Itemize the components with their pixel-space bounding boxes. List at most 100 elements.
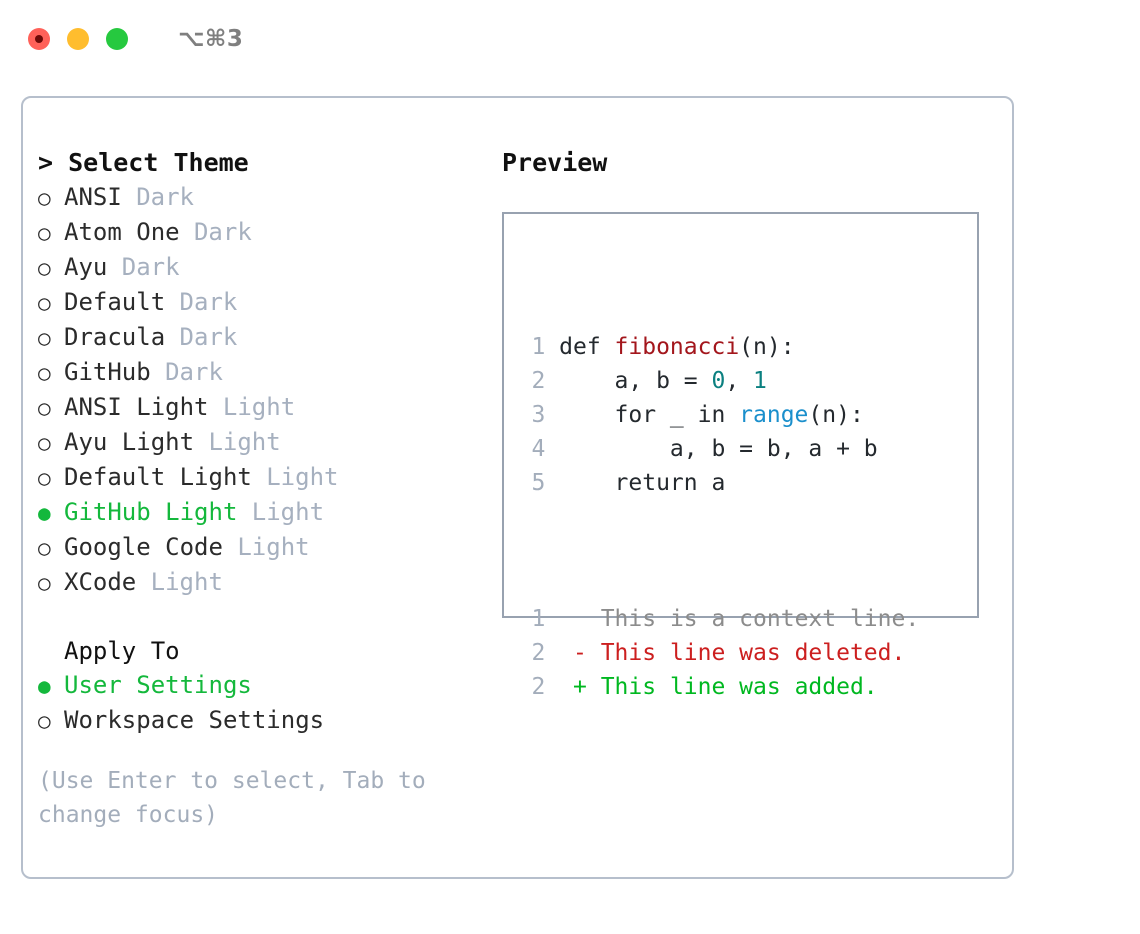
- radio-unselected-icon: ○: [38, 709, 51, 733]
- diff-line-number: 2: [531, 674, 546, 700]
- radio-selected-icon: ●: [38, 674, 51, 698]
- code-token-plain: for _ in: [559, 402, 740, 428]
- theme-option-label: GitHub: [64, 358, 151, 386]
- theme-option-label: XCode: [64, 568, 137, 596]
- apply-to-option-label: Workspace Settings: [64, 706, 325, 734]
- radio-unselected-icon: ○: [38, 291, 51, 315]
- theme-option-dracula[interactable]: ○ Dracula Dark: [38, 320, 488, 355]
- diff-text: This line was deleted.: [586, 640, 906, 666]
- radio-unselected-icon: ○: [38, 466, 51, 490]
- code-gutter-gap: [545, 470, 559, 496]
- diff-line-del: 2 - This line was deleted.: [520, 636, 919, 670]
- theme-option-label: ANSI: [64, 183, 122, 211]
- diff-line-list: 1 This is a context line.2 - This line w…: [520, 602, 919, 704]
- apply-to-option-label: User Settings: [64, 671, 252, 699]
- code-token-plain: ,: [725, 368, 754, 394]
- theme-option-ayu[interactable]: ○ Ayu Dark: [38, 250, 488, 285]
- apply-to-label: Apply To: [64, 637, 180, 665]
- diff-line-number: 2: [531, 640, 546, 666]
- radio-unselected-icon: ○: [38, 221, 51, 245]
- theme-option-ayu-light[interactable]: ○ Ayu Light Light: [38, 425, 488, 460]
- diff-line-ctx: 1 This is a context line.: [520, 602, 919, 636]
- theme-option-label: ANSI Light: [64, 393, 209, 421]
- diff-gutter-gap: [545, 640, 573, 666]
- radio-selected-icon: ●: [38, 501, 51, 525]
- diff-text: This line was added.: [586, 674, 878, 700]
- code-line: 5 return a: [520, 466, 919, 500]
- theme-option-github[interactable]: ○ GitHub Dark: [38, 355, 488, 390]
- code-token-num: 1: [753, 368, 767, 394]
- theme-option-ansi-light[interactable]: ○ ANSI Light Light: [38, 390, 488, 425]
- code-line-number: 1: [531, 334, 546, 360]
- theme-option-ansi[interactable]: ○ ANSI Dark: [38, 180, 488, 215]
- diff-gutter-gap: [545, 674, 573, 700]
- theme-option-label: Dracula: [64, 323, 166, 351]
- minimize-window-icon[interactable]: [67, 28, 89, 50]
- code-line-number: 3: [531, 402, 546, 428]
- diff-marker: [573, 606, 587, 632]
- code-line: 2 a, b = 0, 1: [520, 364, 919, 398]
- theme-option-label: Ayu Light: [64, 428, 195, 456]
- code-gutter-gap: [545, 368, 559, 394]
- theme-option-label: Ayu: [64, 253, 108, 281]
- preview-column: Preview 1 def fibonacci(n):2 a, b = 0, 1…: [502, 146, 992, 700]
- theme-option-variant-tag: Light: [150, 568, 223, 596]
- theme-option-variant-tag: Light: [251, 498, 325, 526]
- radio-unselected-icon: ○: [38, 431, 51, 455]
- diff-marker: +: [573, 674, 587, 700]
- radio-unselected-icon: ○: [38, 361, 51, 385]
- theme-option-variant-tag: Light: [266, 463, 339, 491]
- diff-gutter-gap: [545, 606, 573, 632]
- diff-marker: -: [573, 640, 587, 666]
- theme-option-github-light[interactable]: ● GitHub Light Light: [38, 495, 488, 530]
- code-line: 1 def fibonacci(n):: [520, 330, 919, 364]
- code-line: 3 for _ in range(n):: [520, 398, 919, 432]
- code-token-builtin: range: [739, 402, 809, 428]
- theme-option-variant-tag: Dark: [165, 358, 223, 386]
- theme-option-label: Default: [64, 288, 166, 316]
- preview-title: Preview: [502, 148, 608, 177]
- theme-option-default[interactable]: ○ Default Dark: [38, 285, 488, 320]
- diff-text: This is a context line.: [586, 606, 920, 632]
- theme-option-variant-tag: Light: [208, 428, 281, 456]
- theme-option-variant-tag: Dark: [121, 253, 180, 281]
- apply-to-option-workspace-settings[interactable]: ○ Workspace Settings: [38, 703, 488, 738]
- code-token-plain: return a: [559, 470, 726, 496]
- theme-option-variant-tag: Dark: [136, 183, 194, 211]
- theme-option-variant-tag: Dark: [179, 288, 238, 316]
- code-token-plain: def: [559, 334, 615, 360]
- radio-unselected-icon: ○: [38, 536, 51, 560]
- theme-option-default-light[interactable]: ○ Default Light Light: [38, 460, 488, 495]
- code-token-fn: fibonacci: [614, 334, 740, 360]
- radio-unselected-icon: ○: [38, 326, 51, 350]
- code-token-plain: a, b = b, a + b: [559, 436, 878, 462]
- maximize-window-icon[interactable]: [106, 28, 128, 50]
- traffic-light-group: [28, 28, 128, 50]
- code-line: 4 a, b = b, a + b: [520, 432, 919, 466]
- theme-option-xcode[interactable]: ○ XCode Light: [38, 565, 488, 600]
- radio-unselected-icon: ○: [38, 396, 51, 420]
- radio-unselected-icon: ○: [38, 256, 51, 280]
- theme-option-variant-tag: Light: [222, 393, 296, 421]
- keyboard-hint-text: (Use Enter to select, Tab to change focu…: [38, 768, 426, 828]
- theme-option-label: GitHub Light: [64, 498, 238, 526]
- theme-option-variant-tag: Light: [237, 533, 310, 561]
- apply-to-option-list: ● User Settings ○ Workspace Settings: [38, 668, 488, 738]
- theme-option-label: Default Light: [64, 463, 252, 491]
- code-gutter-gap: [545, 402, 559, 428]
- apply-to-option-user-settings[interactable]: ● User Settings: [38, 668, 488, 703]
- radio-unselected-icon: ○: [38, 571, 51, 595]
- close-window-icon[interactable]: [28, 28, 50, 50]
- code-token-plain: a, b =: [559, 368, 712, 394]
- keyboard-shortcut-label: ⌥⌘3: [178, 26, 244, 52]
- radio-unselected-icon: ○: [38, 186, 51, 210]
- theme-option-variant-tag: Dark: [179, 323, 238, 351]
- code-line-number: 2: [531, 368, 546, 394]
